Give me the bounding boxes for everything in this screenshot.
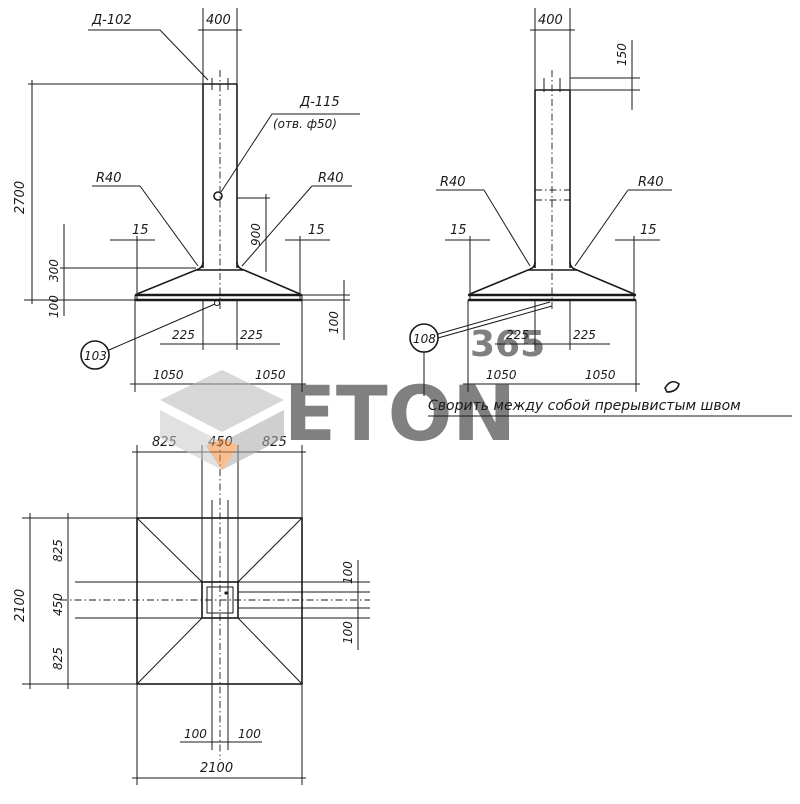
part-hole-label: Д-115 <box>299 95 340 110</box>
weld-symbol-icon <box>664 380 680 393</box>
leader-line <box>437 301 551 335</box>
watermark-number: 365 <box>470 324 545 365</box>
dim-100-right: 100 <box>327 311 341 334</box>
radius-left-label: R40 <box>440 175 466 190</box>
offset-left-label: 15 <box>132 223 149 238</box>
dim-side-top: 825 <box>51 539 65 562</box>
dim-top-width: 400 <box>206 13 231 28</box>
dim-side-total: 2100 <box>13 589 28 622</box>
part-top-label: Д-102 <box>91 13 132 28</box>
dim-bottom-right: 100 <box>238 727 261 741</box>
dim-right-top: 100 <box>341 561 355 584</box>
dim-100-left: 100 <box>47 295 61 318</box>
leader-line <box>437 305 553 339</box>
callout-circle <box>80 340 110 370</box>
dim-half-right: 225 <box>573 328 596 342</box>
fillet-left <box>195 261 204 271</box>
hole-note: (отв. ф50) <box>273 117 337 131</box>
radius-right-label: R40 <box>318 171 344 186</box>
leader-line <box>220 113 273 193</box>
leader-line <box>139 185 199 267</box>
side-view: 400 150 R40 R40 15 15 225 225 1050 1050 <box>409 8 792 417</box>
fillet-right <box>569 261 578 271</box>
leader-line <box>241 185 313 267</box>
dim-900: 900 <box>249 223 263 246</box>
dim-bottom-left: 100 <box>184 727 207 741</box>
leader-line <box>108 303 216 351</box>
dim-base-right: 1050 <box>255 368 286 382</box>
plan-view: 825 450 825 2100 825 450 825 100 100 100… <box>13 435 370 785</box>
dim-base-left: 1050 <box>486 368 517 382</box>
radius-left-label: R40 <box>96 171 122 186</box>
dim-right-bottom: 100 <box>341 621 355 644</box>
radius-right-label: R40 <box>638 175 664 190</box>
watermark-emblem-icon <box>160 370 284 470</box>
plan-diagonal <box>136 517 203 583</box>
dim-half-right: 225 <box>240 328 263 342</box>
base-hole <box>214 300 220 306</box>
callout-number: 103 <box>84 349 107 363</box>
dim-side-bottom: 825 <box>51 647 65 670</box>
front-view: 400 Д-102 Д-115 (отв. ф50) 2700 R40 R40 … <box>13 8 360 392</box>
base-slope <box>136 269 301 295</box>
dim-half-left: 225 <box>172 328 195 342</box>
fillet-right <box>236 261 245 271</box>
hole-circle <box>213 191 223 201</box>
plan-diagonal <box>136 617 203 685</box>
plan-diagonal <box>237 517 303 583</box>
dim-bottom-total: 2100 <box>200 761 233 776</box>
plan-diagonal <box>237 617 303 685</box>
watermark-word: ETON <box>284 369 516 458</box>
fillet-left <box>527 261 536 271</box>
base-slope <box>469 269 635 295</box>
leader-line <box>159 29 209 81</box>
dim-base-left: 1050 <box>153 368 184 382</box>
dim-side-mid: 450 <box>51 593 65 616</box>
dim-base-right: 1050 <box>585 368 616 382</box>
offset-left-label: 15 <box>450 223 467 238</box>
watermark-logo: 365 ETON <box>160 324 545 470</box>
offset-right-label: 15 <box>308 223 325 238</box>
dim-half-left: 225 <box>506 328 529 342</box>
plan-base-outline <box>136 517 303 685</box>
dim-top-width: 400 <box>538 13 563 28</box>
callout-number: 108 <box>413 332 436 346</box>
dim-300: 300 <box>47 259 61 282</box>
plan-hole <box>224 591 228 595</box>
offset-right-label: 15 <box>640 223 657 238</box>
leader-line <box>574 189 629 267</box>
weld-note: Сворить между собой прерывистым швом <box>428 398 741 414</box>
dim-top-offset: 150 <box>615 43 629 66</box>
dim-height-total: 2700 <box>13 181 28 214</box>
leader-line <box>483 189 531 267</box>
